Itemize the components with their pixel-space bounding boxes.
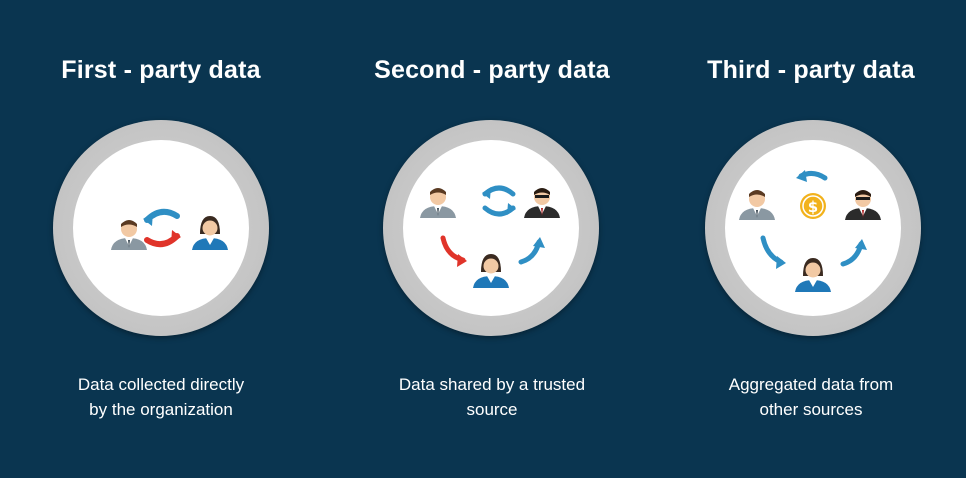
dollar-coin-icon: $: [800, 193, 826, 219]
third-party-description: Aggregated data from other sources: [650, 372, 966, 422]
second-party-title: Second - party data: [374, 56, 610, 84]
exchange-arrows-icon: [482, 185, 516, 217]
second-party-circle-inner: [403, 140, 579, 316]
blue-arrow-icon: [518, 237, 545, 265]
woman-icon: [795, 258, 831, 292]
third-party-circle-inner: $: [725, 140, 901, 316]
third-party-title: Third - party data: [707, 56, 915, 84]
third-party-panel: Third - party data: [650, 0, 966, 478]
woman-icon: [473, 254, 509, 288]
blue-arrow-icon: [760, 235, 786, 269]
second-party-panel: Second - party data: [331, 0, 653, 478]
first-party-description: Data collected directly by the organizat…: [0, 372, 322, 422]
second-party-description: Data shared by a trusted source: [331, 372, 653, 422]
second-party-description-line1: Data shared by a trusted: [398, 375, 586, 394]
man-icon: [739, 190, 775, 220]
man-icon: [111, 220, 147, 250]
exchange-arrows-icon: [143, 208, 181, 248]
first-party-title: First - party data: [61, 56, 261, 84]
businessman-icon: [845, 190, 881, 220]
first-party-description-line1: Data collected directly: [77, 375, 245, 394]
second-party-circle: [383, 120, 599, 336]
third-party-circle: $: [705, 120, 921, 336]
third-party-description-line2: other sources: [759, 400, 863, 419]
man-icon: [420, 188, 456, 218]
businessman-icon: [524, 188, 560, 218]
first-party-description-line2: by the organization: [89, 400, 233, 419]
second-party-description-line2: source: [466, 400, 518, 419]
first-party-circle: [53, 120, 269, 336]
third-party-description-line1: Aggregated data from: [728, 375, 894, 394]
first-party-panel: First - party data: [0, 0, 322, 478]
first-party-circle-inner: [73, 140, 249, 316]
woman-icon: [192, 216, 228, 250]
red-arrow-icon: [440, 235, 467, 267]
svg-text:$: $: [808, 198, 818, 216]
blue-arrow-icon: [840, 239, 867, 267]
blue-arrow-icon: [796, 170, 828, 182]
